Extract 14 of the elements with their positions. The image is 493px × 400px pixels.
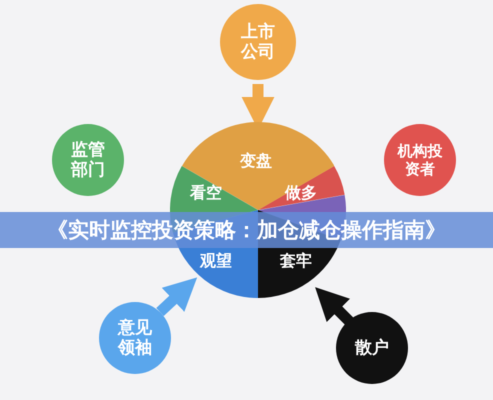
node-label: 观望 (200, 251, 232, 270)
node-label: 机构投资者 (396, 142, 444, 178)
node-label: 做多 (285, 183, 317, 202)
title-banner: 《实时监控投资策略：加仓减仓操作指南》 (0, 212, 493, 248)
block-arrow (315, 287, 354, 326)
node-label: 散户 (355, 338, 389, 358)
node-label: 变盘 (240, 151, 272, 170)
node-label: 监管部门 (70, 140, 106, 180)
node-label: 意见领袖 (116, 318, 153, 358)
node-label: 上市公司 (240, 22, 276, 62)
node-label: 看空 (190, 183, 222, 202)
pie-slice (182, 122, 334, 210)
block-arrow (156, 277, 198, 316)
node-label: 套牢 (280, 251, 312, 270)
